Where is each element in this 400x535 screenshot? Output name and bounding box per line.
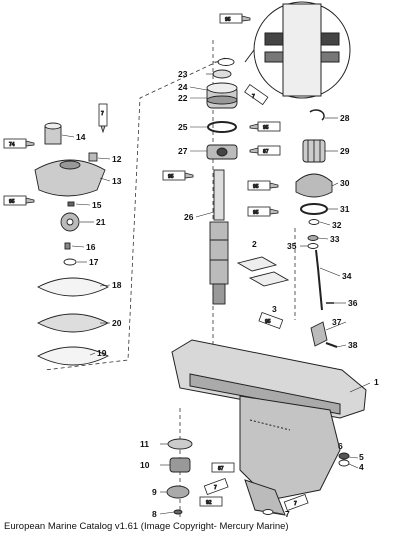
lube-tube-95-f: 95 — [247, 206, 279, 217]
part-label-20: 20 — [112, 318, 122, 328]
lube-tube-7-a: 7 — [98, 103, 108, 134]
part-label-4: 4 — [359, 462, 364, 472]
lube-tube-95-c: 95 — [249, 121, 281, 132]
part-label-34: 34 — [342, 271, 352, 281]
svg-text:95: 95 — [253, 210, 259, 216]
leader-lines — [61, 61, 371, 515]
lube-tube-7-b: 7 — [244, 84, 269, 106]
svg-text:87: 87 — [263, 149, 269, 155]
part-label-8: 8 — [152, 509, 157, 519]
lube-tube-95-a: 95 — [3, 195, 35, 206]
svg-text:87: 87 — [218, 466, 224, 472]
part-label-5: 5 — [359, 452, 364, 462]
svg-text:95: 95 — [9, 199, 15, 205]
lube-tube-87-a: 87 — [249, 145, 281, 156]
part-label-36: 36 — [348, 298, 358, 308]
lube-tube-95-g: 95 — [258, 311, 284, 329]
driveshaft-parts — [206, 58, 238, 305]
part-label-16: 16 — [86, 242, 96, 252]
svg-text:7: 7 — [101, 111, 104, 117]
part-label-23: 23 — [178, 69, 188, 79]
gear-housing — [171, 339, 367, 516]
svg-text:7: 7 — [214, 485, 217, 491]
part-label-32: 32 — [332, 220, 342, 230]
part-label-19: 19 — [97, 348, 107, 358]
part-label-37: 37 — [332, 317, 342, 327]
part-label-14: 14 — [76, 132, 86, 142]
shim-parts — [236, 256, 290, 287]
part-label-11: 11 — [140, 439, 149, 449]
part-label-7: 7 — [285, 509, 290, 519]
lube-tube-95-b: 95 — [219, 13, 251, 24]
part-label-27: 27 — [178, 146, 188, 156]
part-label-30: 30 — [340, 178, 350, 188]
part-label-38: 38 — [348, 340, 358, 350]
svg-text:7: 7 — [294, 501, 297, 507]
lube-tube-95-e: 95 — [247, 180, 279, 191]
part-label-15: 15 — [92, 200, 102, 210]
part-label-33: 33 — [330, 234, 340, 244]
part-label-6: 6 — [338, 441, 343, 451]
svg-text:95: 95 — [225, 17, 231, 23]
part-label-26: 26 — [184, 212, 194, 222]
part-label-10: 10 — [140, 460, 150, 470]
seal-detail-circle — [244, 1, 351, 99]
lube-tube-95-d: 95 — [162, 170, 194, 181]
part-label-18: 18 — [112, 280, 122, 290]
shift-parts — [295, 109, 338, 348]
lube-tube-7-c: 7 — [203, 477, 229, 495]
lube-tube-7-d: 7 — [283, 493, 309, 511]
part-label-24: 24 — [178, 82, 188, 92]
svg-text:74: 74 — [9, 142, 15, 148]
part-label-22: 22 — [178, 93, 188, 103]
part-number-labels: 1 2 3 4 5 6 7 8 9 10 11 12 13 14 15 16 1… — [76, 69, 379, 519]
part-label-29: 29 — [340, 146, 350, 156]
svg-text:95: 95 — [253, 184, 259, 190]
part-label-31: 31 — [340, 204, 350, 214]
svg-text:92: 92 — [206, 500, 212, 506]
part-label-9: 9 — [152, 487, 157, 497]
image-caption: European Marine Catalog v1.61 (Image Cop… — [4, 521, 289, 532]
svg-text:7: 7 — [252, 94, 255, 100]
part-label-25: 25 — [178, 122, 188, 132]
lubricant-tube-icons: 74 7 95 95 7 95 87 — [3, 13, 309, 511]
lube-tube-74: 74 — [3, 138, 35, 149]
part-label-21: 21 — [96, 217, 106, 227]
part-label-28: 28 — [340, 113, 350, 123]
svg-text:95: 95 — [263, 125, 269, 131]
part-label-3: 3 — [272, 304, 277, 314]
part-label-13: 13 — [112, 176, 122, 186]
part-label-12: 12 — [112, 154, 122, 164]
water-pump-parts — [34, 122, 109, 366]
svg-text:95: 95 — [168, 174, 174, 180]
part-label-35: 35 — [287, 241, 297, 251]
svg-text:95: 95 — [265, 319, 271, 325]
part-label-2: 2 — [252, 239, 257, 249]
part-label-17: 17 — [89, 257, 99, 267]
lube-tube-92: 92 — [199, 496, 223, 507]
part-label-1: 1 — [374, 377, 379, 387]
lube-tube-87-b: 87 — [211, 462, 235, 473]
